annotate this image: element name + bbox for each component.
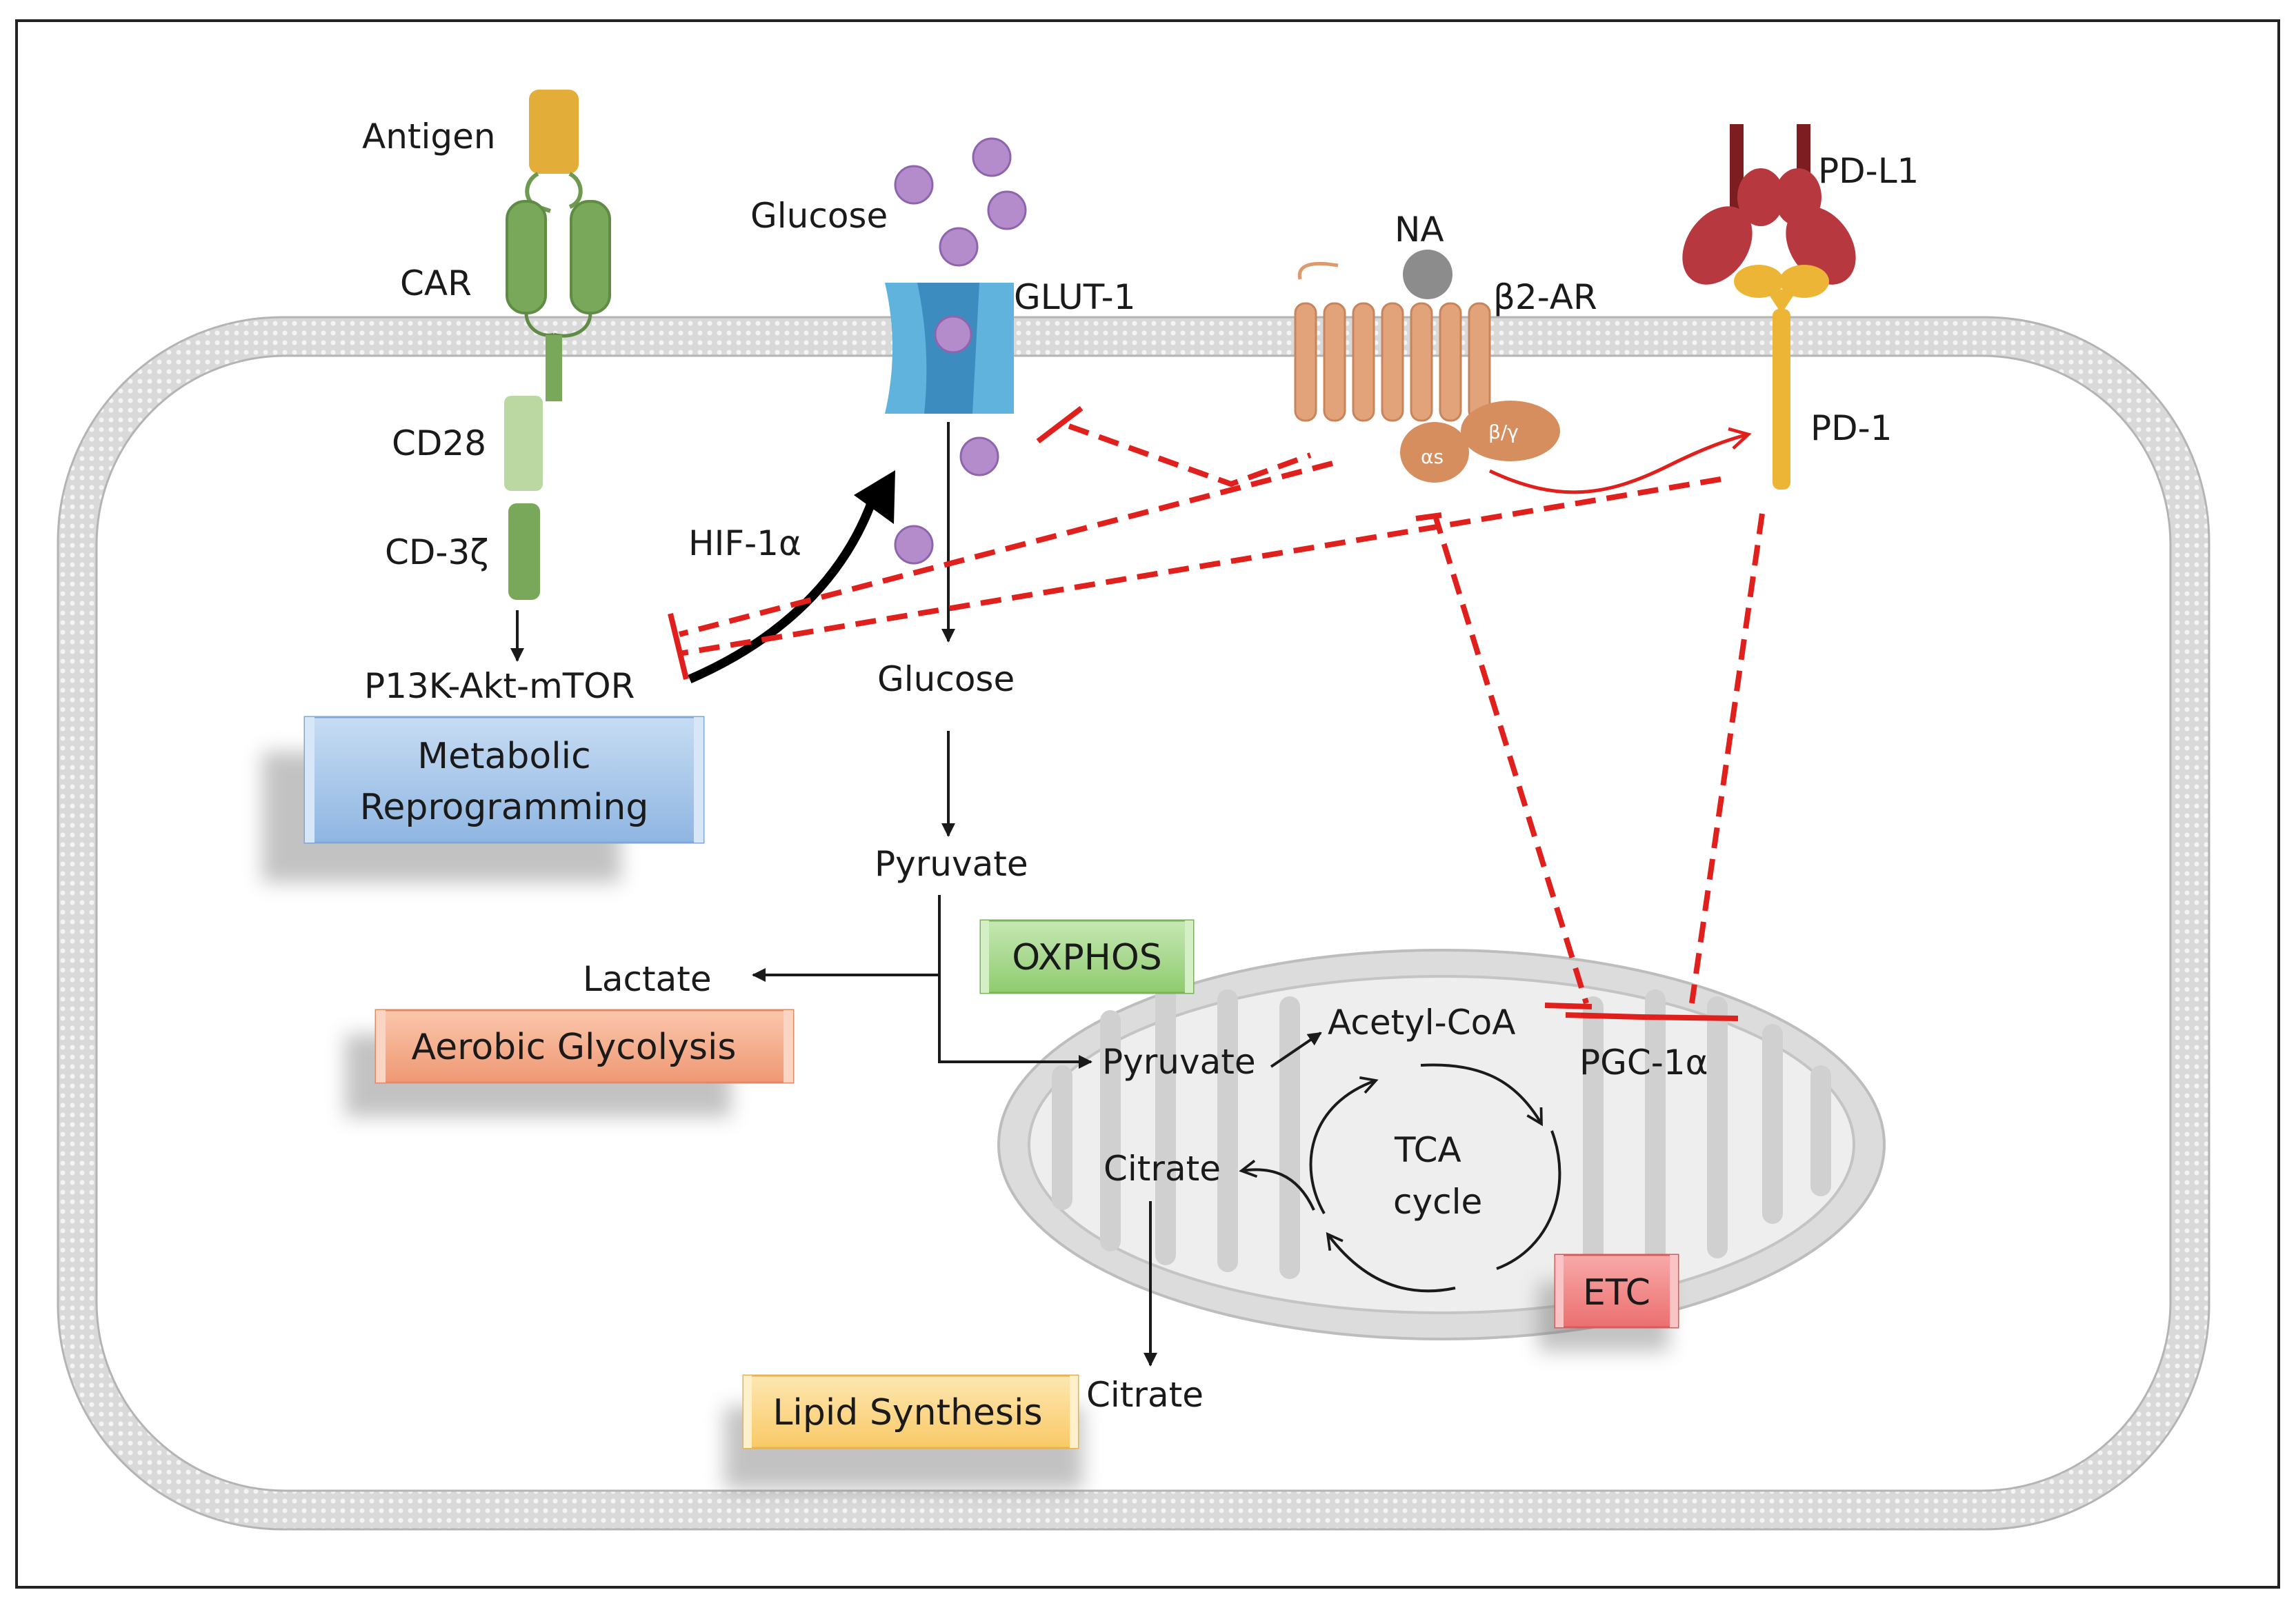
glucose-molecules [894,137,1027,565]
label-glut1: GLUT-1 [1014,277,1136,317]
glut1-transporter [885,283,1014,414]
label-pi3k: P13K-Akt-mTOR [364,666,635,706]
label-citrate-mito: Citrate [1104,1149,1221,1189]
label-beta-gamma: β/γ [1488,421,1519,443]
b2ar-receptor [1294,250,1560,483]
label-glucose-inside: Glucose [877,659,1015,699]
hif1a-arrowhead [854,470,895,524]
oxphos-box [979,919,1195,994]
label-pgc1a: PGC-1α [1579,1043,1708,1083]
mitochondrion [997,949,1886,1340]
antigen-shape [529,90,579,174]
label-tca-line1: TCA [1394,1130,1461,1170]
inhibition-lines [678,423,1765,1005]
label-acetyl-coa: Acetyl-CoA [1328,1003,1515,1043]
label-pdl1: PD-L1 [1818,151,1919,191]
pathway-arrows [510,422,1561,1367]
box-lipid-text: Lipid Synthesis [772,1392,1042,1433]
inhibition-bars [668,405,1739,1021]
label-pyruvate-cyto: Pyruvate [875,844,1028,884]
activation-arrow [1488,427,1752,494]
label-alpha-s: αs [1421,445,1444,468]
etc-box [1554,1254,1679,1329]
car-receptor [504,90,611,600]
hif1a-arrow [688,488,881,683]
lipid-synthesis-box [742,1374,1079,1449]
label-car: CAR [400,263,472,303]
label-lactate: Lactate [583,959,712,999]
label-pyruvate-mito: Pyruvate [1102,1042,1256,1082]
box-aerobic-text: Aerobic Glycolysis [411,1027,736,1068]
label-pd1: PD-1 [1810,408,1893,448]
label-tca-line2: cycle [1393,1182,1482,1222]
label-b2ar: β2-AR [1493,277,1597,317]
label-cd28: CD28 [392,423,486,463]
label-cd3z: CD-3ζ [385,532,488,572]
label-citrate-cyto: Citrate [1086,1375,1204,1415]
metabolic-reprogramming-box [303,716,705,844]
label-antigen: Antigen [362,117,496,157]
aerobic-glycolysis-box [375,1009,795,1084]
label-na: NA [1395,210,1444,250]
pdl1-pd1-complex [1682,124,1856,490]
label-glucose-outside: Glucose [750,196,888,236]
cell-membrane [57,316,2210,1531]
box-oxphos-text: OXPHOS [1012,937,1162,978]
box-etc-text: ETC [1583,1272,1650,1314]
box-metabolic-line2: Reprogramming [360,787,649,828]
box-metabolic-line1: Metabolic [417,736,590,777]
label-hif1a: HIF-1α [688,523,801,563]
